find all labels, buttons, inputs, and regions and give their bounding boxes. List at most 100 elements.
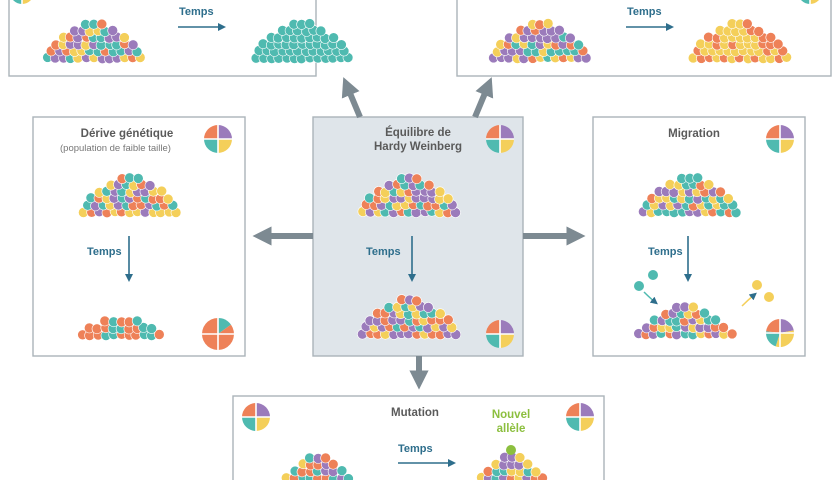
pie-icon-center-top-slice <box>500 125 514 139</box>
pie-icon-drift-top-slice <box>204 125 218 139</box>
pie-icon-top-left <box>13 0 31 4</box>
new-allele-ball <box>506 445 516 455</box>
allele-ball <box>328 32 339 44</box>
allele-ball <box>336 39 347 51</box>
allele-ball <box>133 173 144 184</box>
allele-ball <box>99 315 111 327</box>
allele-ball <box>564 32 576 44</box>
pie-icon-mutation-left-slice <box>256 417 270 431</box>
pie-icon-migration-bottom <box>766 319 794 347</box>
pie-icon-mutation-right-slice <box>580 403 594 417</box>
new-allele-line-2: allèle <box>496 423 526 435</box>
allele-ball <box>753 26 765 37</box>
time-label-drift: Temps <box>87 246 122 258</box>
pie-icon-center-bottom-slice <box>486 334 500 348</box>
allele-ball <box>514 452 526 463</box>
allele-ball <box>542 18 554 29</box>
allele-ball <box>664 179 676 190</box>
allele-ball <box>423 179 435 191</box>
allele-ball <box>741 18 753 30</box>
allele-ball <box>703 179 715 190</box>
pie-icon-center-bottom-slice <box>486 320 500 334</box>
migrant-in-arrow <box>643 291 658 305</box>
pie-icon-top-left-slice <box>22 0 31 4</box>
migrant-ball-out <box>752 280 762 290</box>
migrant-ball-in <box>648 270 658 280</box>
pie-icon-migration-top-slice <box>766 125 780 139</box>
pie-icon-mutation-left <box>242 403 270 431</box>
center-title-line-1: Équilibre de <box>385 127 451 139</box>
allele-ball <box>96 18 108 30</box>
allele-ball <box>710 314 721 326</box>
pie-icon-center-bottom <box>486 320 514 348</box>
time-label-center: Temps <box>366 246 401 258</box>
pie-icon-migration-top <box>766 125 794 153</box>
allele-ball <box>119 32 130 43</box>
center-title-line-2: Hardy Weinberg <box>374 141 462 153</box>
allele-ball <box>554 24 565 36</box>
allele-ball <box>91 323 103 335</box>
population-top-left-end <box>250 18 354 65</box>
time-label-top-right: Temps <box>627 6 662 18</box>
allele-ball <box>411 295 422 307</box>
allele-ball <box>573 39 584 51</box>
pie-icon-center-top-slice <box>500 139 514 153</box>
new-allele-line-1: Nouvel <box>491 409 531 421</box>
allele-ball <box>131 315 143 327</box>
allele-ball <box>442 314 454 326</box>
time-label-migration: Temps <box>648 246 683 258</box>
arrow-to-top-left <box>341 77 363 119</box>
pie-icon-mutation-right-slice <box>566 403 580 417</box>
allele-ball <box>722 193 734 204</box>
pie-icon-drift-top <box>204 125 232 153</box>
pie-icon-center-top <box>486 125 514 153</box>
pie-icon-center-bottom-slice <box>500 320 514 334</box>
population-drift-start <box>78 172 182 218</box>
pie-icon-drift-top-slice <box>218 139 232 153</box>
pie-icon-migration-top-slice <box>766 139 780 153</box>
allele-ball <box>692 172 704 184</box>
population-top-right-end <box>687 18 792 65</box>
allele-ball <box>699 307 710 319</box>
new-allele-label: Nouvel allèle <box>486 408 536 436</box>
allele-ball <box>162 193 174 205</box>
allele-ball <box>434 308 446 320</box>
allele-ball <box>146 323 157 334</box>
pie-icon-top-right-slice <box>810 0 819 4</box>
allele-ball <box>320 452 331 464</box>
pie-icon-mutation-left-slice <box>256 403 270 417</box>
time-label-top-left: Temps <box>179 6 214 18</box>
migrant-out-arrow <box>741 292 757 307</box>
allele-ball <box>522 458 534 470</box>
pie-icon-migration-top-slice <box>780 139 794 153</box>
allele-ball <box>718 322 729 333</box>
pie-icon-migration-bottom-slice <box>766 331 780 347</box>
allele-ball <box>107 25 118 36</box>
pie-icon-migration-top-slice <box>780 125 794 139</box>
allele-ball <box>715 186 726 198</box>
pie-icon-drift-top-slice <box>218 125 232 139</box>
allele-ball <box>765 32 777 43</box>
pie-icon-center-top-slice <box>486 125 500 139</box>
population-top-left-start <box>42 18 146 65</box>
drift-subtitle: (population de faible taille) <box>60 143 171 154</box>
drift-title: Dérive génétique <box>80 128 174 140</box>
allele-ball <box>144 180 156 191</box>
allele-ball <box>442 193 454 205</box>
allele-ball <box>422 302 434 313</box>
mutation-title: Mutation <box>391 407 439 419</box>
allele-ball <box>482 466 494 477</box>
allele-ball <box>154 329 165 340</box>
population-migration-end <box>633 301 738 341</box>
allele-ball <box>411 173 423 185</box>
allele-ball <box>434 186 446 198</box>
pie-icon-mutation-right-slice <box>580 417 594 431</box>
pie-icon-mutation-left-slice <box>242 403 256 417</box>
allele-ball <box>687 301 699 313</box>
allele-ball <box>772 38 784 50</box>
center-title: Équilibre de Hardy Weinberg <box>314 126 522 154</box>
pie-icon-mutation-right-slice <box>566 417 580 431</box>
allele-ball <box>304 18 316 29</box>
pie-icon-top-right <box>801 0 819 4</box>
